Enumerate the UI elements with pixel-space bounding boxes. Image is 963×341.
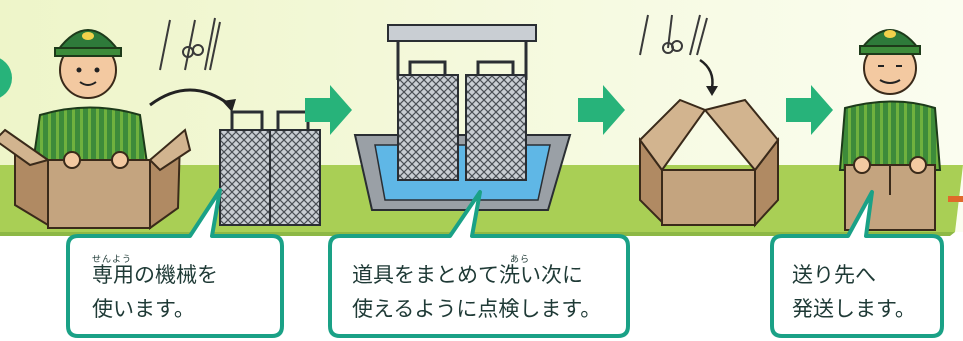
worker-figure-2 <box>838 29 942 171</box>
bubble-3-line1: 送り先へ <box>792 263 876 287</box>
arrow-right-icon-1 <box>305 85 352 135</box>
arrow-right-icon-3 <box>786 85 833 135</box>
curved-arrow <box>149 88 231 107</box>
cardboard-box-2 <box>638 98 780 228</box>
bubble-2 <box>328 190 630 338</box>
scissors-tools-icon-1 <box>159 17 221 71</box>
bubble-2-line2: 使えるように点検します。 <box>352 297 602 321</box>
bubble-3-line2: 発送します。 <box>792 297 916 321</box>
bubble-1-ruby: せんよう <box>92 255 133 265</box>
bubble-3 <box>770 190 944 338</box>
bubble-1-line2: 使います。 <box>92 297 195 321</box>
curved-arrow-head <box>222 99 236 112</box>
bubble-2-ruby: あら <box>510 255 531 265</box>
cardboard-box-1 <box>0 128 192 230</box>
bubble-1 <box>66 188 284 338</box>
washing-machine <box>353 24 572 211</box>
scissors-tools-icon-2 <box>639 14 708 56</box>
arrow-right-icon-2 <box>578 85 625 135</box>
drop-arrow <box>699 58 714 89</box>
left-edge-circle <box>0 58 12 98</box>
right-edge-marker <box>948 196 963 202</box>
bubble-2-line1: 道具をまとめて洗い次に <box>352 263 583 287</box>
bubble-1-line1: 専用の機械を <box>92 263 218 287</box>
drop-arrow-head <box>706 86 718 96</box>
